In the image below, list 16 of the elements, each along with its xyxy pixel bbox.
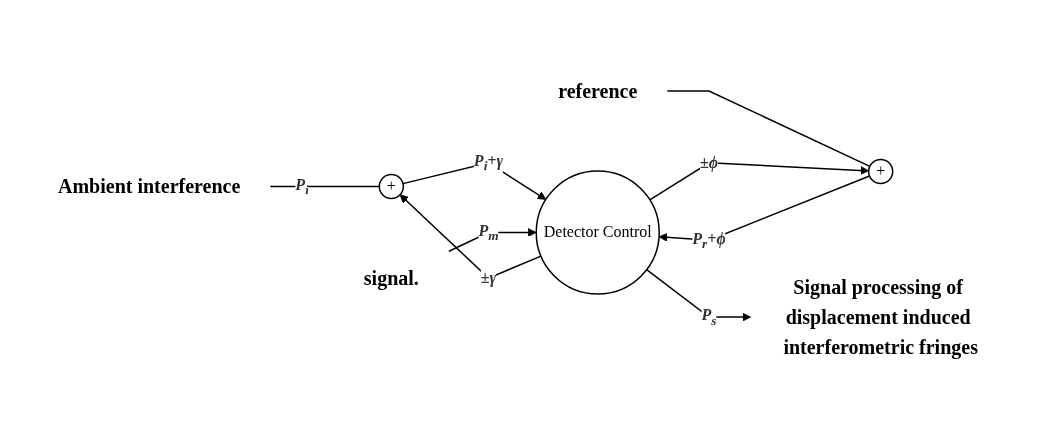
edge-label: ±γ xyxy=(480,269,497,287)
edge-label: P$_{r}$+ϕ xyxy=(692,230,726,252)
edge-label: P$_{i}$ xyxy=(295,176,309,198)
edge-label: P$_{i}$+γ xyxy=(474,152,504,174)
edge-label: ±ϕ xyxy=(700,154,719,172)
node-circle: + xyxy=(868,159,894,185)
node-circle: + xyxy=(378,174,405,200)
connector xyxy=(666,90,871,168)
edge-label: P$_{s}$ xyxy=(701,306,717,329)
arrow xyxy=(649,162,870,202)
edge-label: P$_{m}$ xyxy=(478,222,499,244)
node-text: Signal processing of displacement induced interferometric fringes xyxy=(783,276,979,359)
node-text: Ambient interference xyxy=(58,175,241,198)
node-text: signal. xyxy=(363,267,420,290)
node-circle: Detector Control xyxy=(535,170,661,296)
node-text: reference xyxy=(558,80,638,103)
